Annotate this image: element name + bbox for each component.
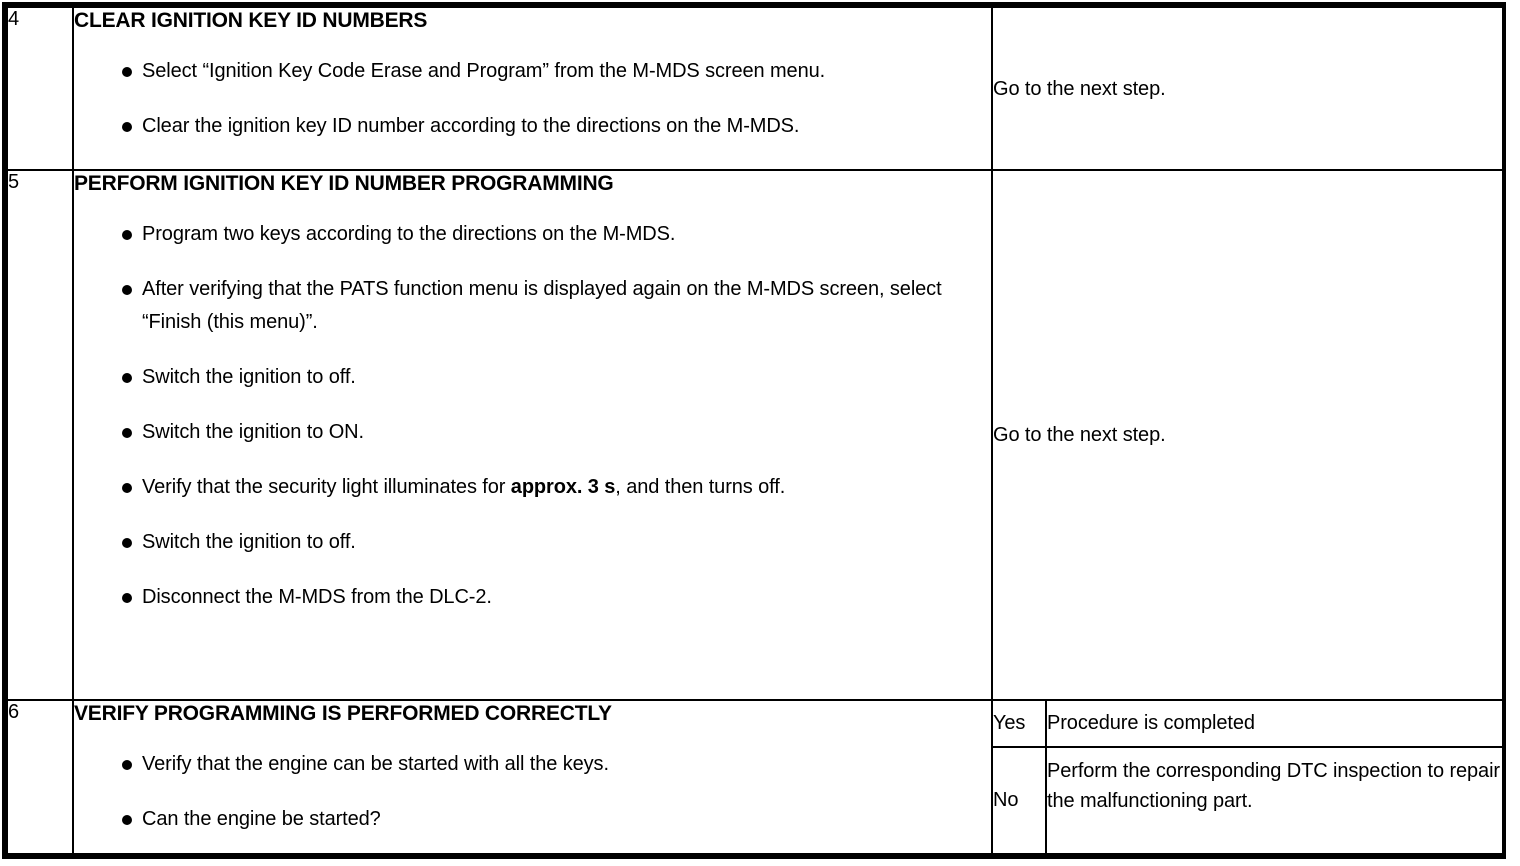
- step-result-4: Go to the next step.: [991, 5, 1504, 172]
- bullet-dot-icon: [122, 428, 132, 439]
- bullet-text: Switch the ignition to ON.: [142, 421, 364, 444]
- list-item: Select “Ignition Key Code Erase and Prog…: [74, 55, 991, 88]
- list-item: Verify that the security light illuminat…: [74, 471, 991, 504]
- list-item: Switch the ignition to off.: [74, 526, 991, 559]
- bullet-text: Disconnect the M-MDS from the DLC-2.: [142, 586, 492, 609]
- bullet-dot-icon: [122, 230, 132, 241]
- bullet-list-6: Verify that the engine can be started wi…: [74, 748, 991, 836]
- bullet-list-4: Select “Ignition Key Code Erase and Prog…: [74, 55, 991, 143]
- bullet-dot-icon: [122, 538, 132, 549]
- list-item: Clear the ignition key ID number accordi…: [74, 110, 991, 143]
- table-row-step-4: 4 CLEAR IGNITION KEY ID NUMBERS Select “…: [6, 5, 1504, 172]
- bullet-dot-icon: [122, 285, 132, 296]
- list-item: Disconnect the M-MDS from the DLC-2.: [74, 581, 991, 614]
- procedure-table: 4 CLEAR IGNITION KEY ID NUMBERS Select “…: [2, 2, 1506, 859]
- bullet-list-5: Program two keys according to the direct…: [74, 218, 991, 614]
- outcome-action-no: Perform the corresponding DTC inspection…: [1045, 745, 1504, 856]
- list-item: Switch the ignition to off.: [74, 361, 991, 394]
- step-number-5: 5: [6, 169, 74, 701]
- bullet-text: Switch the ignition to off.: [142, 531, 356, 554]
- outcome-action-yes: Procedure is completed: [1045, 698, 1504, 748]
- table-row-step-6-no: No Perform the corresponding DTC inspect…: [7, 745, 1504, 856]
- bullet-text: Select “Ignition Key Code Erase and Prog…: [142, 60, 826, 83]
- list-item: Program two keys according to the direct…: [74, 218, 991, 251]
- step-title-4: CLEAR IGNITION KEY ID NUMBERS: [74, 9, 428, 32]
- bullet-text: Clear the ignition key ID number accordi…: [142, 115, 800, 138]
- list-item: Verify that the engine can be started wi…: [74, 748, 991, 781]
- bullet-text: After verifying that the PATS function m…: [142, 278, 942, 334]
- step-number-4: 4: [6, 5, 74, 172]
- bullet-dot-icon: [122, 814, 132, 825]
- step-body-6: VERIFY PROGRAMMING IS PERFORMED CORRECTL…: [72, 698, 993, 856]
- list-item: After verifying that the PATS function m…: [74, 273, 991, 339]
- outcome-label-no: No: [991, 745, 1047, 856]
- outcome-label-yes: Yes: [991, 698, 1047, 748]
- bullet-text: Switch the ignition to off.: [142, 366, 356, 389]
- bullet-text: Verify that the engine can be started wi…: [142, 752, 609, 775]
- list-item: Can the engine be started?: [74, 803, 991, 836]
- bullet-dot-icon: [122, 759, 132, 770]
- bullet-dot-icon: [122, 593, 132, 604]
- table-row-step-5: 5 PERFORM IGNITION KEY ID NUMBER PROGRAM…: [6, 169, 1504, 701]
- list-item: Switch the ignition to ON.: [74, 416, 991, 449]
- step-body-5: PERFORM IGNITION KEY ID NUMBER PROGRAMMI…: [72, 169, 993, 701]
- step-result-5: Go to the next step.: [991, 169, 1504, 701]
- bullet-dot-icon: [122, 483, 132, 494]
- step-title-5: PERFORM IGNITION KEY ID NUMBER PROGRAMMI…: [74, 172, 614, 196]
- step-body-4: CLEAR IGNITION KEY ID NUMBERS Select “Ig…: [72, 5, 993, 172]
- bullet-dot-icon: [122, 373, 132, 384]
- bullet-text: Program two keys according to the direct…: [142, 223, 676, 246]
- bullet-text-emphasized: Verify that the security light illuminat…: [142, 476, 786, 499]
- step-title-6: VERIFY PROGRAMMING IS PERFORMED CORRECTL…: [74, 701, 612, 725]
- step-number-6: 6: [6, 698, 74, 856]
- procedure-table-grid: 4 CLEAR IGNITION KEY ID NUMBERS Select “…: [6, 5, 1504, 856]
- table-row-step-6-yes: 6 VERIFY PROGRAMMING IS PERFORMED CORREC…: [6, 698, 1504, 856]
- bullet-dot-icon: [122, 67, 132, 78]
- bullet-dot-icon: [122, 122, 132, 133]
- bullet-text: Can the engine be started?: [142, 807, 381, 830]
